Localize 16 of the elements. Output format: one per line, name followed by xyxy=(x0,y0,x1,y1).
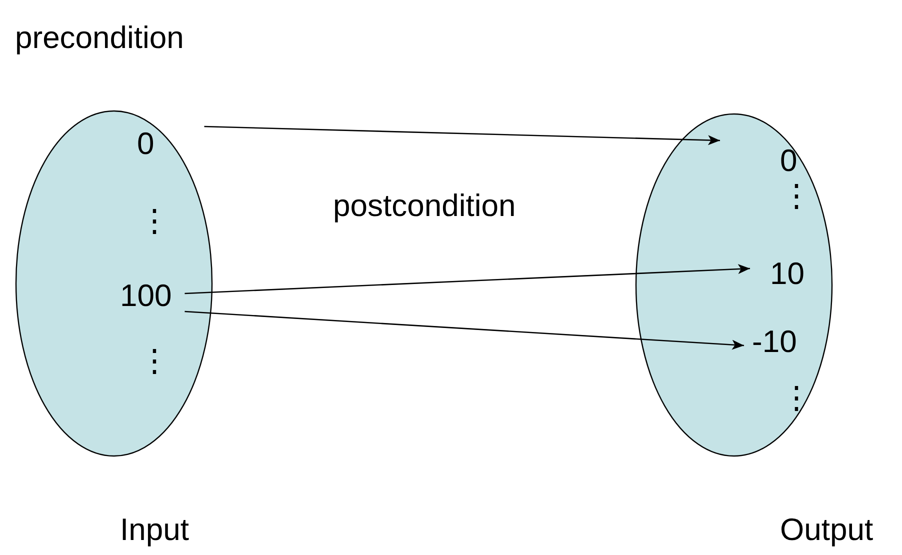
arrow xyxy=(184,264,750,294)
ellipsis-label: ⋮ xyxy=(139,345,170,376)
set-caption: Output xyxy=(780,514,874,545)
ellipsis-label: ⋮ xyxy=(781,382,812,413)
value-label: -10 xyxy=(752,326,797,357)
set-caption: Input xyxy=(120,514,189,545)
precondition-label: precondition xyxy=(15,22,184,53)
arrow xyxy=(204,126,720,146)
ellipsis-label: ⋮ xyxy=(139,205,170,236)
value-label: 10 xyxy=(770,258,804,289)
arrow xyxy=(184,310,744,350)
value-label: 100 xyxy=(120,280,172,311)
value-label: 0 xyxy=(137,128,154,159)
postcondition-label: postcondition xyxy=(333,190,516,221)
ellipsis-label: ⋮ xyxy=(781,180,812,211)
value-label: 0 xyxy=(780,145,798,176)
